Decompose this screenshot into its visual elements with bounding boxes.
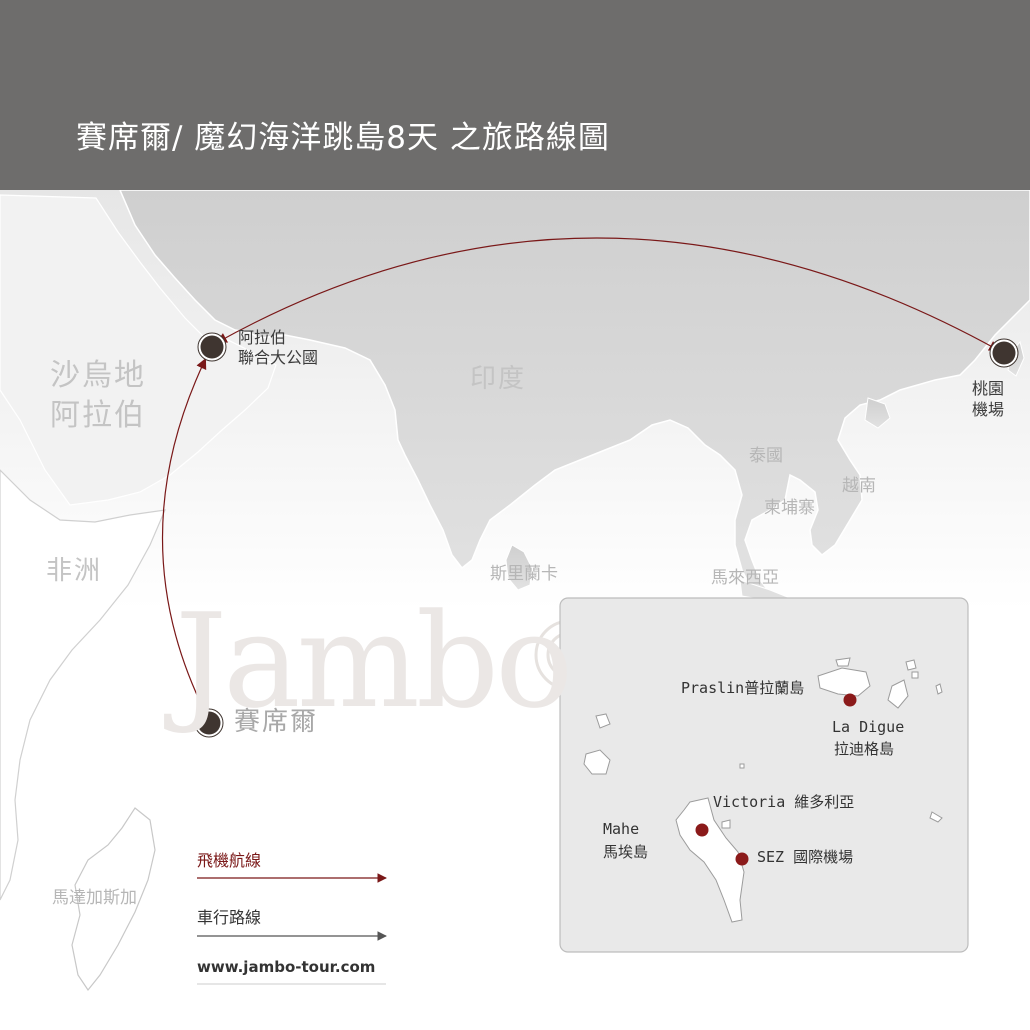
region-label-cambodia: 柬埔寨: [764, 498, 815, 518]
city-marker-seychelles: [194, 708, 224, 738]
seychelles-inset-box: [559, 597, 969, 953]
region-label-saudi-line1: 沙烏地: [50, 358, 146, 393]
header-bar: [0, 0, 1030, 190]
small-island-2: [935, 683, 943, 695]
website-link[interactable]: www.jambo-tour.com: [197, 958, 376, 976]
inset-label-sez-airport: SEZ 國際機場: [757, 848, 854, 866]
praslin-island: [817, 667, 871, 697]
north-island: [595, 713, 611, 729]
region-label-africa: 非洲: [46, 556, 103, 586]
st-anne-island: [721, 819, 731, 829]
silhouette-island: [583, 749, 611, 775]
city-label-uae-line1: 阿拉伯: [238, 328, 287, 347]
city-label-uae-line2: 聯合大公國: [238, 348, 319, 367]
flight-route-uae-seychelles: [161, 358, 207, 714]
region-label-india: 印度: [470, 364, 527, 394]
legend-drive-label: 車行路線: [197, 908, 262, 927]
region-label-vietnam: 越南: [842, 476, 876, 496]
africa-landmass: [0, 469, 166, 901]
city-label-seychelles: 賽席爾: [234, 707, 319, 737]
small-island-1: [911, 671, 919, 679]
inset-label-ladigue-zh: 拉迪格島: [834, 740, 895, 758]
sri-lanka-landmass: [505, 544, 533, 591]
la-digue-island: [887, 679, 909, 709]
small-island-3: [929, 811, 943, 823]
victoria-marker: [695, 823, 709, 837]
region-label-saudi-line2: 阿拉伯: [50, 398, 146, 433]
city-label-taoyuan-line2: 機場: [972, 400, 1005, 419]
city-label-taoyuan-line1: 桃園: [972, 379, 1005, 398]
arabia-landmass: [0, 194, 277, 506]
small-island-4: [739, 763, 745, 769]
watermark-logo-text: Jambo: [175, 585, 573, 737]
mahe-island: [675, 797, 745, 923]
legend-flight-label: 飛機航線: [197, 851, 262, 870]
sez-airport-marker: [735, 852, 749, 866]
inset-label-mahe-en: Mahe: [603, 820, 640, 838]
region-label-malaysia: 馬來西亞: [711, 568, 779, 588]
region-label-madagascar: 馬達加斯加: [52, 888, 137, 908]
ladigue-marker: [843, 693, 857, 707]
inset-label-mahe-zh: 馬埃島: [603, 843, 649, 861]
hainan-island: [864, 397, 891, 429]
inset-label-ladigue-en: La Digue: [832, 718, 905, 736]
map-canvas: [0, 190, 1030, 992]
page-title: 賽席爾/ 魔幻海洋跳島8天 之旅路線圖: [76, 120, 610, 156]
flight-route-uae-taoyuan: [216, 237, 1000, 352]
city-marker-uae: [197, 332, 227, 362]
inset-label-praslin: Praslin普拉蘭島: [681, 679, 805, 697]
curieuse-island: [835, 657, 851, 667]
region-label-srilanka: 斯里蘭卡: [490, 564, 558, 584]
region-label-thailand: 泰國: [749, 446, 783, 466]
asia-landmass: [119, 190, 1030, 601]
madagascar-landmass: [71, 807, 156, 992]
city-marker-taoyuan: [989, 338, 1019, 368]
inset-label-victoria: Victoria 維多利亞: [713, 793, 855, 811]
felicite-island: [905, 659, 917, 671]
